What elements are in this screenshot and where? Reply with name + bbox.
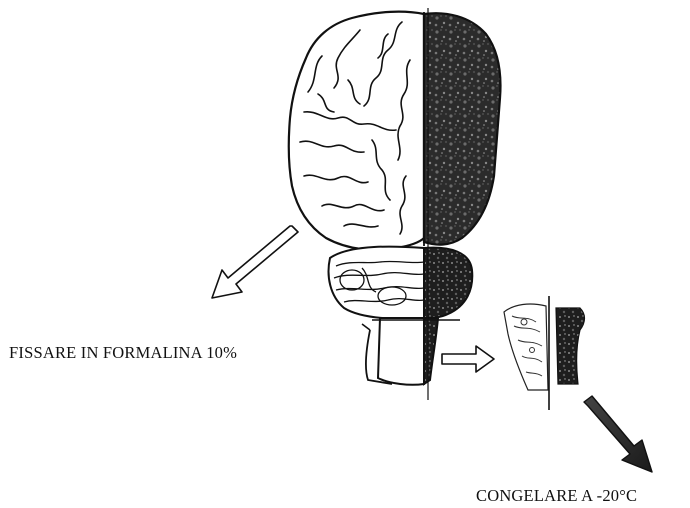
brainstem bbox=[378, 318, 424, 385]
brain-dorsal-view-icon bbox=[289, 8, 501, 400]
arrow-to-section bbox=[442, 346, 494, 372]
hollow-arrow-icon bbox=[212, 226, 298, 298]
left-hemisphere bbox=[289, 12, 424, 250]
fixation-label: FISSARE IN FORMALINA 10% bbox=[9, 343, 237, 363]
right-hemisphere bbox=[424, 13, 500, 244]
arrow-to-fixation bbox=[212, 226, 298, 298]
dark-arrow-icon bbox=[584, 396, 652, 472]
cerebellum bbox=[329, 247, 424, 319]
brainstem-section-icon bbox=[504, 296, 585, 410]
hollow-arrow-icon bbox=[442, 346, 494, 372]
arrow-to-freezing bbox=[584, 396, 652, 472]
freezing-label: CONGELARE A -20°C bbox=[476, 486, 637, 506]
